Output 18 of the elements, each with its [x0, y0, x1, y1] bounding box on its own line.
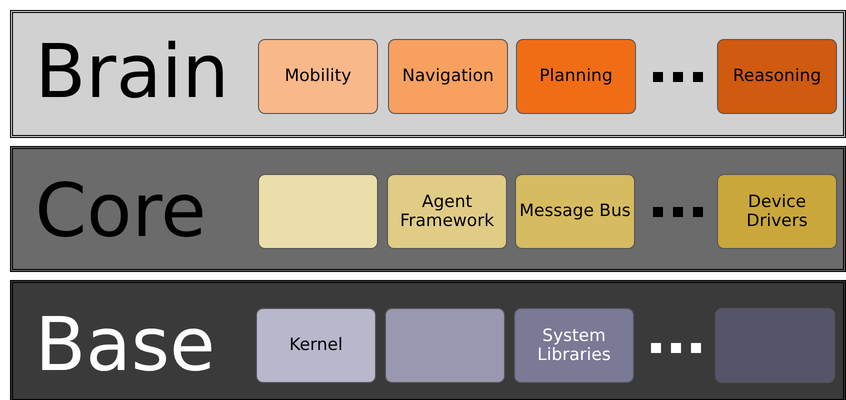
layer-title: Base	[35, 308, 216, 382]
module-box: Kernel	[256, 308, 376, 383]
module-box	[385, 308, 505, 383]
module-box: Device Drivers	[717, 174, 837, 249]
module-box: Planning	[516, 39, 636, 114]
module-box	[258, 174, 378, 249]
module-box: System Libraries	[514, 308, 634, 383]
module-box: Reasoning	[717, 39, 837, 114]
module-box: Navigation	[388, 39, 508, 114]
layer-band	[10, 280, 846, 400]
layer-title: Core	[35, 174, 206, 248]
module-box	[715, 308, 835, 383]
module-box: Agent Framework	[387, 174, 507, 249]
layer-title: Brain	[35, 35, 229, 109]
module-box: Mobility	[258, 39, 378, 114]
layer-band	[10, 10, 846, 138]
layer-band	[10, 146, 846, 272]
module-box: Message Bus	[515, 174, 635, 249]
